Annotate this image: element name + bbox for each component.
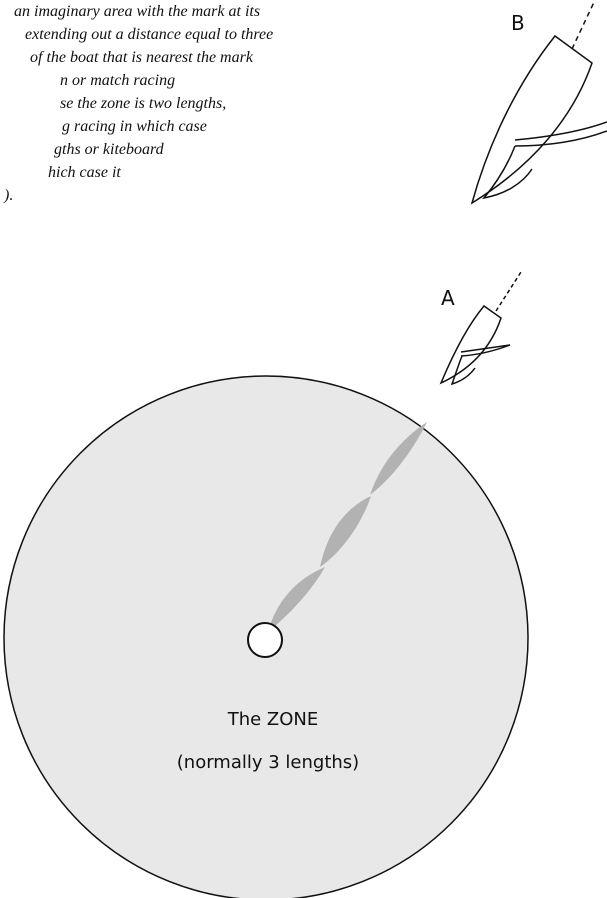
zone-subtitle: (normally 3 lengths): [177, 752, 359, 773]
boat-a-label: A: [441, 286, 455, 310]
boat-b-sail: [515, 122, 607, 146]
boat-b-hull: [472, 36, 592, 203]
boat-a-hull: [441, 306, 501, 383]
mark-buoy: [248, 623, 282, 657]
boat-b: [472, 0, 607, 203]
boat-a-course-line: [496, 272, 521, 311]
boat-b-course-line: [572, 0, 595, 49]
zone-title: The ZONE: [227, 709, 319, 730]
boat-b-label: B: [511, 11, 525, 35]
boat-a-sail: [461, 345, 510, 356]
